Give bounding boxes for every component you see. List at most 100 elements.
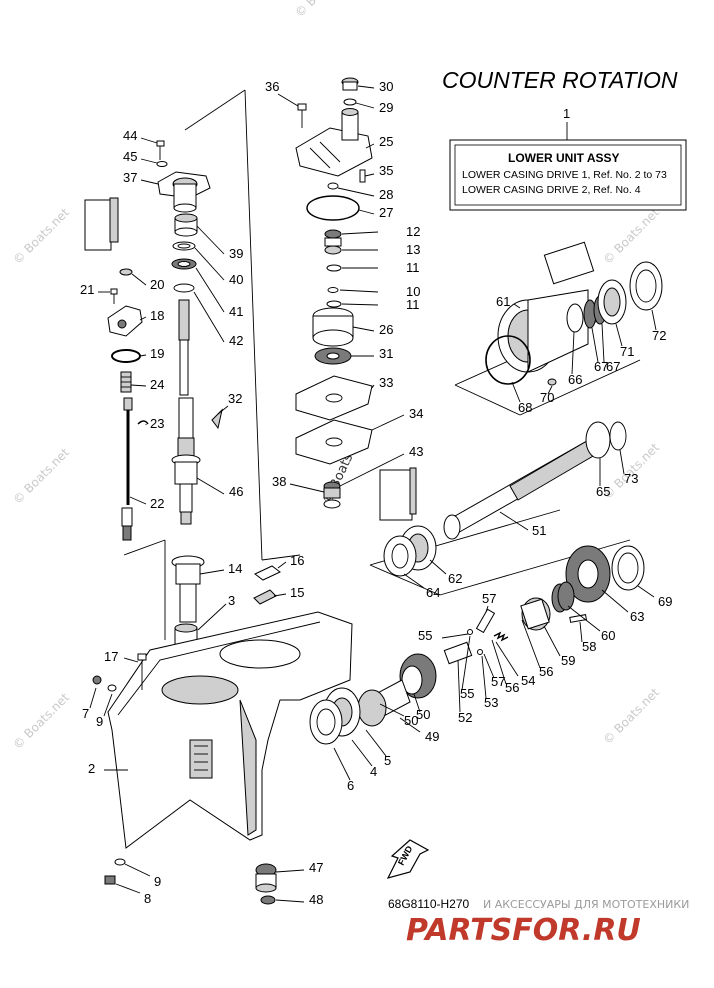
bearing-39: [174, 213, 198, 237]
dog-clutch-59: [520, 597, 551, 631]
leader-line: [289, 483, 325, 493]
thrust-bushing-62-64: [383, 525, 437, 577]
assembly-info-box: 1 LOWER UNIT ASSY LOWER CASING DRIVE 1, …: [449, 106, 687, 211]
guide-lines: [123, 89, 641, 640]
part-number-40: 40: [229, 272, 243, 287]
part-number-39: 39: [229, 246, 243, 261]
part-number-48: 48: [309, 892, 323, 907]
part-number-13: 13: [406, 242, 420, 257]
leader-line: [341, 303, 379, 306]
leader-line: [499, 511, 529, 531]
leader-line: [140, 137, 158, 144]
part-number: 1: [563, 106, 570, 121]
part-number-44: 44: [123, 128, 137, 143]
part-number-58: 58: [582, 639, 596, 654]
part-number-18: 18: [150, 308, 164, 323]
part-number-68: 68: [518, 400, 532, 415]
part-number-57: 57: [491, 674, 505, 689]
part-number-26: 26: [379, 322, 393, 337]
reverse-gear-49-50: [357, 653, 437, 727]
leader-line: [140, 158, 158, 164]
part-number-35: 35: [379, 163, 393, 178]
watermark: © Boats.net: [292, 0, 354, 20]
leader-line: [483, 653, 495, 679]
part-number-4: 4: [370, 764, 377, 779]
part-number-15: 15: [290, 585, 304, 600]
part-number-71: 71: [620, 344, 634, 359]
part-number-25: 25: [379, 134, 393, 149]
leader-line: [547, 385, 553, 395]
leader-line: [379, 703, 405, 717]
part-number-43: 43: [409, 444, 423, 459]
leader-line: [579, 621, 583, 643]
callout-leader-lines: [89, 85, 657, 903]
footer-caption: И АКСЕССУАРЫ ДЛЯ МОТОТЕХНИКИ: [483, 898, 689, 911]
seal-38-43: [323, 481, 341, 509]
leader-line: [139, 316, 147, 321]
leader-line: [457, 659, 461, 713]
part-number-5: 5: [384, 753, 391, 768]
part-number-67: 67: [594, 359, 608, 374]
leader-line: [341, 231, 379, 235]
leader-line: [365, 729, 387, 757]
part-number-17: 17: [104, 649, 118, 664]
leader-line: [103, 693, 113, 717]
part-number-29: 29: [379, 100, 393, 115]
part-number-23: 23: [150, 416, 164, 431]
bearing-housing-37: [157, 171, 211, 213]
assembly-line-1: LOWER CASING DRIVE 1, Ref. No. 2 to 73: [462, 169, 667, 181]
part-number-63: 63: [630, 609, 644, 624]
pinion-gear-47: [255, 863, 277, 893]
leader-line: [129, 496, 147, 505]
bushing-14: [171, 555, 205, 623]
leader-line: [413, 693, 421, 713]
part-number-33: 33: [379, 375, 393, 390]
part-number-56: 56: [539, 664, 553, 679]
leader-line: [651, 309, 657, 331]
part-number-31: 31: [379, 346, 393, 361]
forward-direction-arrow: FWD: [386, 839, 430, 879]
leader-line: [403, 573, 425, 589]
leader-line: [194, 247, 225, 281]
leader-line: [481, 655, 487, 699]
leader-line: [139, 354, 147, 357]
spline-sample-centre: [379, 467, 417, 521]
part-number-69: 69: [658, 594, 672, 609]
propeller-shaft-assembly: [309, 241, 663, 745]
leader-line: [619, 449, 625, 475]
leader-line: [275, 869, 305, 873]
part-number-45: 45: [123, 149, 137, 164]
part-number-9: 9: [96, 714, 103, 729]
spline-sample-right: [543, 241, 595, 285]
leader-line: [615, 323, 623, 347]
spline-sample-left: [84, 197, 119, 251]
leader-line: [637, 585, 655, 598]
part-number-70: 70: [540, 390, 554, 405]
part-number-6: 6: [347, 778, 354, 793]
leader-line: [89, 687, 97, 709]
part-number-51: 51: [532, 523, 546, 538]
centre-column-parts: [253, 77, 417, 605]
part-number-57: 57: [482, 591, 496, 606]
leader-line: [275, 899, 305, 903]
part-number-41: 41: [229, 304, 243, 319]
left-column-parts: [84, 140, 223, 647]
leader-line: [193, 291, 225, 343]
part-number-53: 53: [484, 695, 498, 710]
part-number-65: 65: [596, 484, 610, 499]
shift-rod-22: [121, 397, 133, 541]
diagram-title: COUNTER ROTATION: [442, 67, 678, 93]
leader-line: [601, 589, 629, 613]
part-number-19: 19: [150, 346, 164, 361]
part-number-60: 60: [601, 628, 615, 643]
seal-12-13: [324, 229, 342, 255]
part-number-67: 67: [606, 359, 620, 374]
leader-line: [364, 173, 375, 177]
diagram-code: 68G8110-H270: [388, 897, 469, 911]
leader-line: [333, 747, 351, 781]
spring-24: [120, 371, 132, 393]
assembly-heading: LOWER UNIT ASSY: [508, 151, 620, 165]
shaft-42: [178, 299, 190, 396]
part-number-37: 37: [123, 170, 137, 185]
